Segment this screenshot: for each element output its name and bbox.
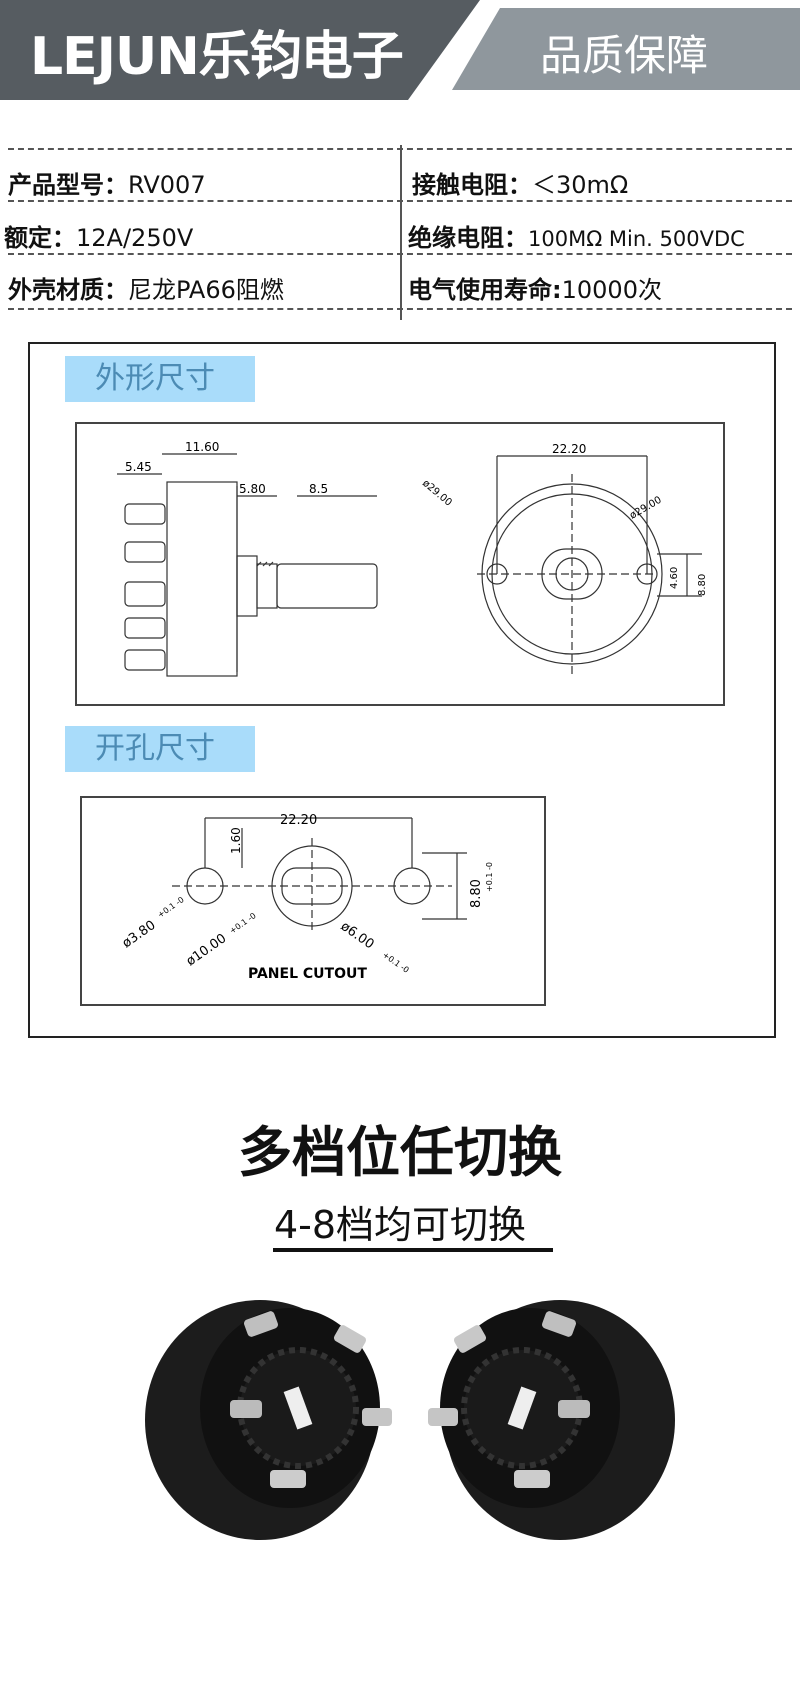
spec-rating: 额定：12A/250V <box>4 224 194 252</box>
spec-life: 电气使用寿命:10000次 <box>408 276 662 304</box>
dim-label: 8.5 <box>309 482 328 496</box>
dim-label: ø29.00 <box>628 495 664 522</box>
column-divider <box>400 145 402 320</box>
dim-label: 11.60 <box>185 440 219 454</box>
dim-label: ø3.80 <box>120 918 159 951</box>
spec-label: 电气使用寿命 <box>408 276 552 304</box>
cutout-title: 开孔尺寸 <box>65 726 255 772</box>
subtitle-underline <box>273 1248 553 1252</box>
switch-photo-left <box>145 1300 392 1540</box>
dim-label: 8.80 <box>469 879 484 908</box>
spec-label: 产品型号 <box>8 171 104 199</box>
header-banner-left <box>0 0 480 100</box>
dim-label: 5.45 <box>125 460 152 474</box>
spec-value: 尼龙PA66阻燃 <box>128 276 284 304</box>
dim-label: 22.20 <box>280 813 317 828</box>
tagline: 品质保障 <box>540 31 709 80</box>
feature-title: 多档位任切换 <box>238 1121 562 1184</box>
cutout-drawing-svg: 22.20 1.60 8.80 +0.1 -0 ø3.80 +0.1 -0 ø1… <box>120 813 494 982</box>
spec-label: 额定 <box>4 224 52 252</box>
spec-label: 接触电阻 <box>412 171 508 199</box>
spec-label: 外壳材质 <box>8 276 104 304</box>
spec-contact-resistance: 接触电阻：＜30mΩ <box>412 171 629 199</box>
spec-value: 10000次 <box>561 276 662 304</box>
spec-housing: 外壳材质：尼龙PA66阻燃 <box>8 276 284 304</box>
dim-label: ø6.00 <box>338 919 377 952</box>
brand-title: LEJUN乐钧电子 <box>30 27 404 87</box>
product-photos <box>145 1300 675 1540</box>
dim-label: 8.80 <box>697 574 708 596</box>
dim-label: 4.60 <box>669 567 680 589</box>
dim-label: ø10.00 <box>184 931 230 969</box>
spec-value: 100MΩ Min. 500VDC <box>528 227 745 251</box>
outline-drawing: 11.60 5.45 5.80 8.5 22.20 ø29.00 ø29.00 … <box>75 422 725 706</box>
drawing-frame <box>28 342 776 1038</box>
spec-value: 12A/250V <box>76 224 194 252</box>
header-banner-right <box>452 8 800 90</box>
dim-label: +0.1 -0 <box>156 895 186 920</box>
spec-value: ＜30mΩ <box>532 171 629 199</box>
dim-label: +0.1 -0 <box>381 950 411 975</box>
feature-subtitle: 4-8档均可切换 <box>273 1203 527 1247</box>
outline-title: 外形尺寸 <box>65 356 255 402</box>
dim-label: 5.80 <box>239 482 266 496</box>
panel-cutout-caption: PANEL CUTOUT <box>248 966 367 982</box>
switch-photo-right <box>428 1300 675 1540</box>
spec-model: 产品型号：RV007 <box>8 171 206 199</box>
spec-label: 绝缘电阻 <box>408 224 504 252</box>
outline-drawing-svg: 11.60 5.45 5.80 8.5 22.20 ø29.00 ø29.00 … <box>117 440 708 677</box>
cutout-drawing: 22.20 1.60 8.80 +0.1 -0 ø3.80 +0.1 -0 ø1… <box>80 796 546 1006</box>
spec-value: RV007 <box>128 171 206 199</box>
dim-label: 22.20 <box>552 442 586 456</box>
dim-label: +0.1 -0 <box>485 862 494 892</box>
dim-label: ø29.00 <box>420 478 454 509</box>
dim-label: 1.60 <box>229 827 243 854</box>
spec-insulation-resistance: 绝缘电阻：100MΩ Min. 500VDC <box>408 224 745 252</box>
dim-label: +0.1 -0 <box>228 911 258 936</box>
